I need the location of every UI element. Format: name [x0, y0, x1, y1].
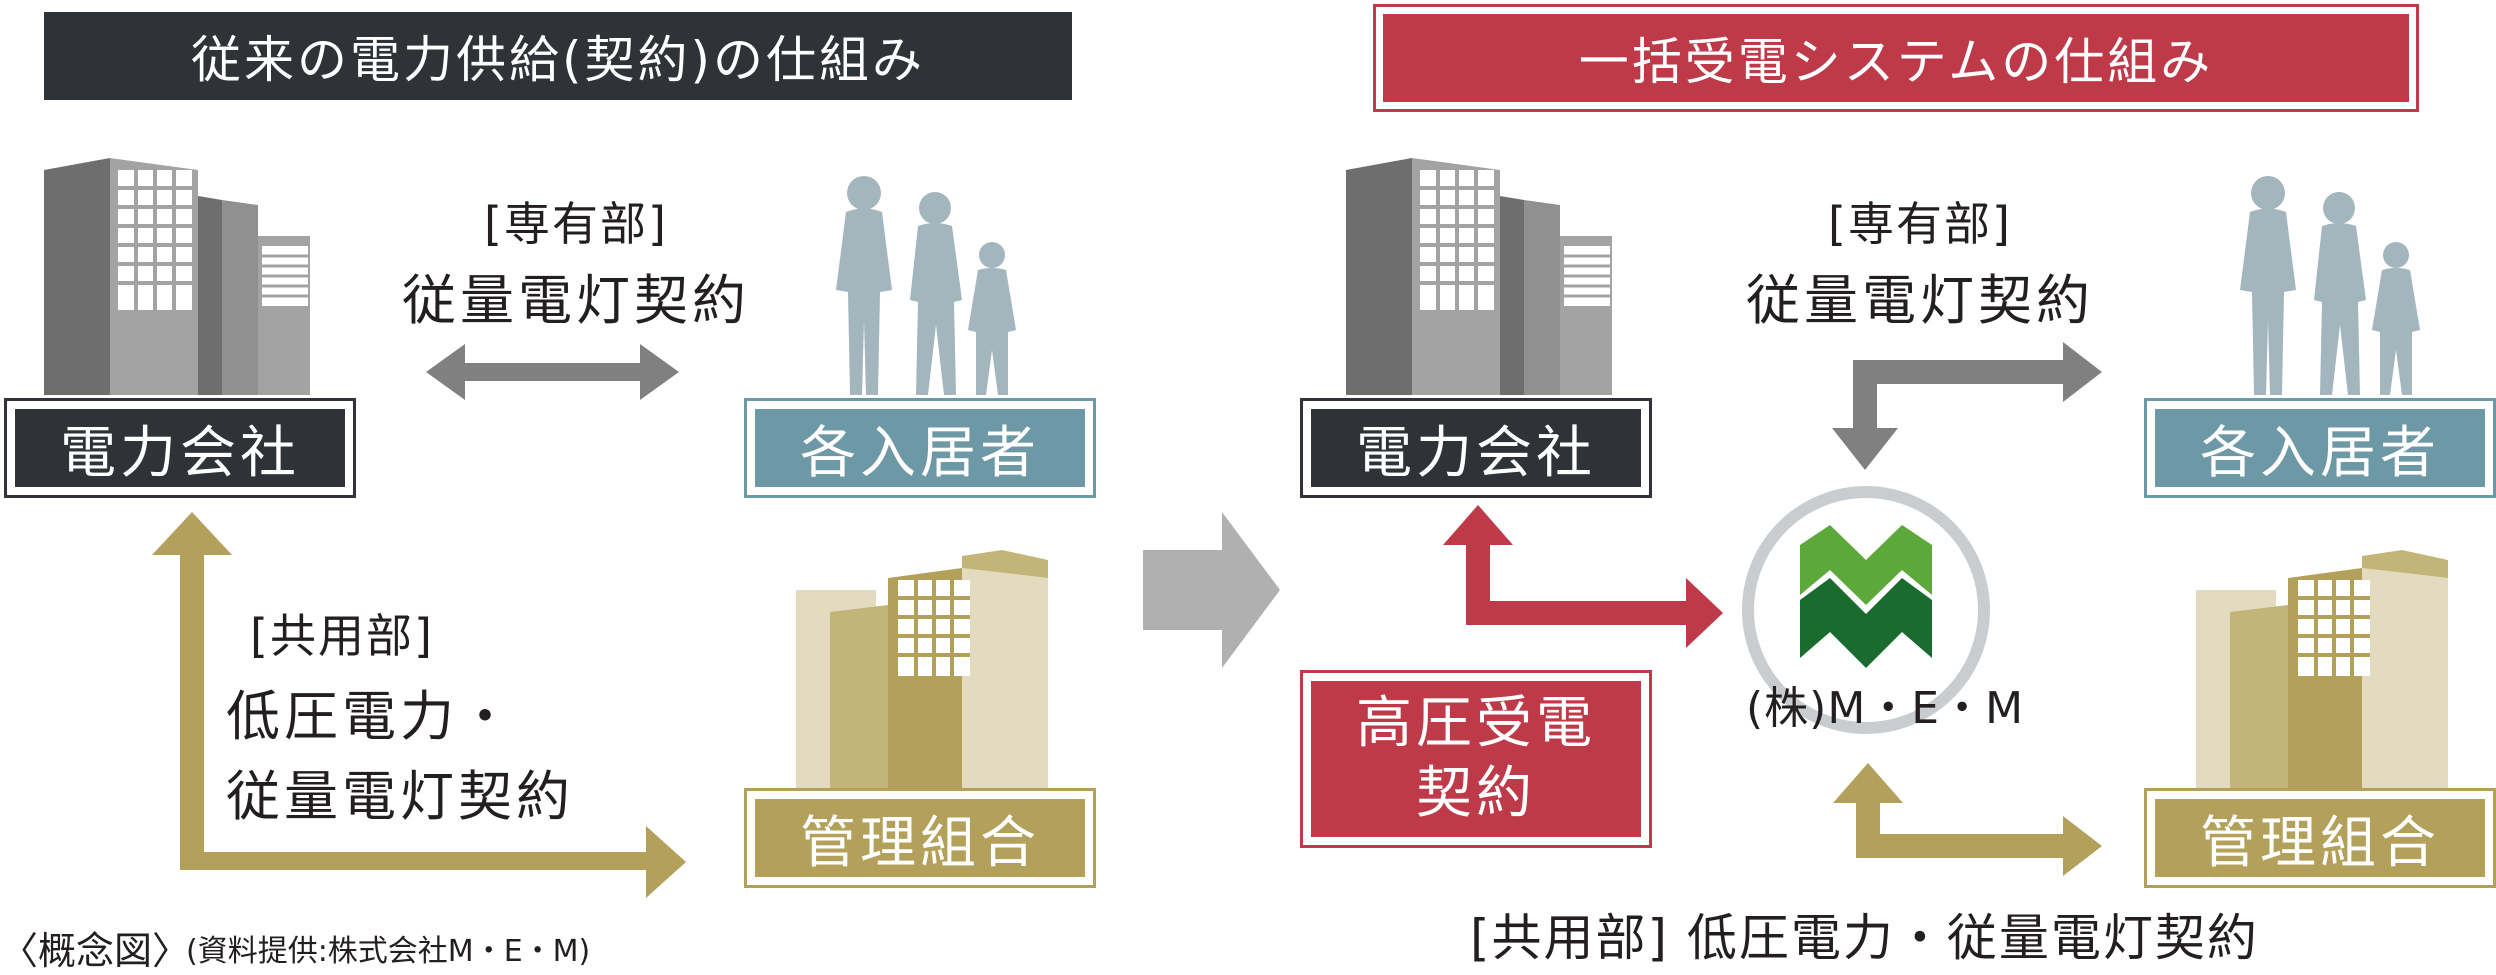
header-bulk: 一括受電システムの仕組み	[1373, 4, 2419, 112]
management-box: 管理組合	[2144, 788, 2496, 888]
family-silhouette-icon	[2240, 176, 2420, 395]
source-note: (資料提供:株式会社M・E・M)	[186, 934, 591, 969]
apartment-building-icon	[796, 550, 1048, 790]
office-building-icon	[44, 158, 310, 395]
private-contract-label: 従量電灯契約	[1746, 269, 2094, 332]
residents-box: 各入居者	[2144, 398, 2496, 498]
residents-box: 各入居者	[744, 398, 1096, 498]
residents-label: 各入居者	[2200, 420, 2440, 486]
common-area-label: [共用部]	[250, 609, 434, 663]
private-area-label: [専有部]	[1828, 197, 2012, 251]
common-contract-arrow	[152, 512, 686, 898]
power-company-box: 電力会社	[4, 398, 356, 498]
private-contract-arrow	[426, 344, 679, 400]
transition-arrow-icon	[1143, 512, 1280, 668]
management-box: 管理組合	[744, 788, 1096, 888]
private-area-label: [専有部]	[484, 197, 668, 251]
office-building-icon	[1346, 158, 1612, 395]
residents-label: 各入居者	[800, 420, 1040, 486]
mem-logo-icon	[1742, 486, 1990, 734]
management-label: 管理組合	[800, 810, 1040, 876]
common-contract-line2: 従量電灯契約	[226, 765, 574, 828]
private-contract-label: 従量電灯契約	[402, 269, 750, 332]
apartment-building-icon	[2196, 550, 2448, 790]
header-bulk-label: 一括受電システムの仕組み	[1578, 33, 2214, 91]
private-contract-arrow	[1832, 342, 2102, 470]
high-voltage-line1: 高圧受電	[1356, 691, 1596, 756]
management-label: 管理組合	[2200, 810, 2440, 876]
power-company-label: 電力会社	[60, 420, 300, 486]
common-contract-line1: 低圧電力・	[226, 685, 516, 748]
header-traditional-label: 従来の電力供給(契約)の仕組み	[190, 31, 925, 89]
concept-note: 〈概念図〉	[0, 929, 191, 973]
high-voltage-line2: 契約	[1416, 761, 1536, 826]
power-company-label: 電力会社	[1356, 420, 1596, 486]
power-company-box: 電力会社	[1300, 398, 1652, 498]
high-voltage-contract-box: 高圧受電 契約	[1300, 670, 1652, 848]
high-voltage-arrow	[1443, 505, 1723, 648]
family-silhouette-icon	[836, 176, 1016, 395]
common-contract-label: [共用部] 低圧電力・従量電灯契約	[1470, 909, 2259, 967]
common-contract-arrow	[1833, 763, 2102, 876]
header-traditional: 従来の電力供給(契約)の仕組み	[44, 12, 1072, 100]
mem-company-label: (株)M・E・M	[1746, 683, 2025, 734]
